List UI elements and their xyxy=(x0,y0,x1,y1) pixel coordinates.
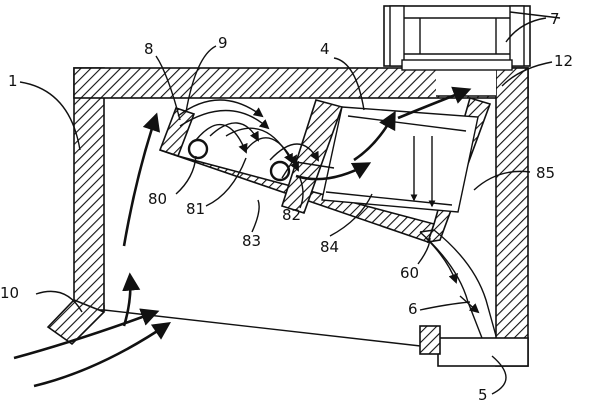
label-10: 10 xyxy=(0,284,19,302)
label-84: 84 xyxy=(320,238,339,256)
reference-labels: 1 4 5 6 7 8 9 10 12 60 80 81 82 83 84 85 xyxy=(0,10,573,404)
roller-80 xyxy=(187,138,209,160)
label-81: 81 xyxy=(186,200,205,218)
label-7: 7 xyxy=(550,10,560,28)
label-4: 4 xyxy=(320,40,330,58)
label-82: 82 xyxy=(282,206,301,224)
discharge-chute xyxy=(419,229,497,339)
roller-82 xyxy=(269,160,291,182)
label-9: 9 xyxy=(218,34,228,52)
label-1: 1 xyxy=(8,72,18,90)
label-83: 83 xyxy=(242,232,261,250)
leader-lines xyxy=(19,11,561,395)
label-85: 85 xyxy=(536,164,555,182)
label-80: 80 xyxy=(148,190,167,208)
motor-fan-block xyxy=(383,5,531,71)
airflow-arrows xyxy=(13,86,480,388)
label-12: 12 xyxy=(554,52,573,70)
label-60: 60 xyxy=(400,264,419,282)
label-8: 8 xyxy=(144,40,154,58)
label-6: 6 xyxy=(408,300,418,318)
bottom-plate xyxy=(46,299,439,349)
label-5: 5 xyxy=(478,386,488,404)
collection-bin xyxy=(419,325,441,355)
